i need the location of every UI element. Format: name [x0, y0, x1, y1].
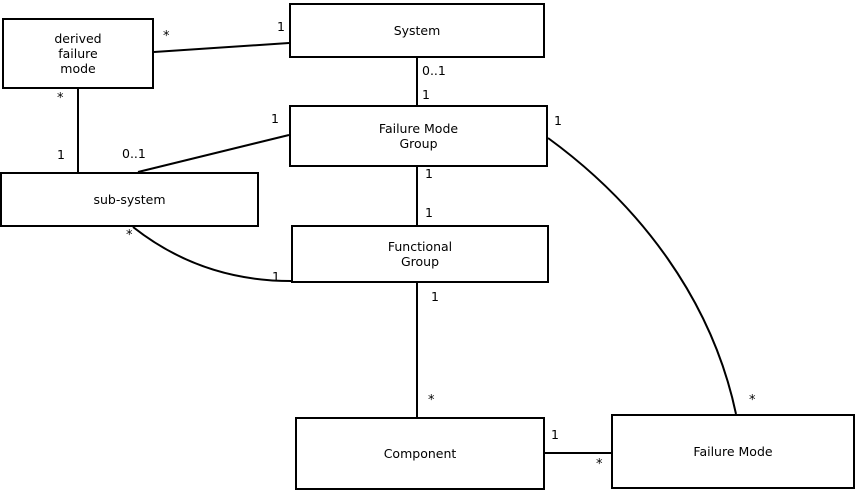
class-box-failure-mode-group[interactable]: Failure Mode Group: [289, 105, 548, 167]
association-failure-mode-group--sub-system: [137, 134, 290, 173]
multiplicity-m-fg-sub-near: 1: [272, 269, 280, 284]
multiplicity-m-fg-comp-near: 1: [431, 289, 439, 304]
class-box-component[interactable]: Component: [295, 417, 545, 490]
multiplicity-m-fmg-fm-near: 1: [554, 113, 562, 128]
class-name-sub-system: sub-system: [93, 192, 166, 207]
multiplicity-m-fm-fmg-near: *: [749, 393, 756, 408]
class-box-derived-failure-mode[interactable]: derived failure mode: [2, 18, 154, 89]
multiplicity-m-dfm-system-near: *: [163, 29, 170, 44]
association-derived-failure-mode--system: [153, 42, 290, 53]
multiplicity-m-system-fmg-near: 0..1: [422, 63, 446, 78]
multiplicity-m-fmg-sub-near: 1: [271, 111, 279, 126]
multiplicity-m-fmg-system-near: 1: [422, 87, 430, 102]
multiplicity-m-comp-fg-near: *: [428, 393, 435, 408]
class-box-sub-system[interactable]: sub-system: [0, 172, 259, 227]
class-box-failure-mode[interactable]: Failure Mode: [611, 414, 855, 489]
multiplicity-m-sub-dfm-near: 1: [57, 147, 65, 162]
class-name-derived-failure-mode: derived failure mode: [54, 31, 102, 76]
class-box-system[interactable]: System: [289, 3, 545, 58]
class-name-system: System: [393, 23, 441, 38]
multiplicity-m-fmg-fg-near: 1: [425, 166, 433, 181]
multiplicity-m-sub-fmg-near: 0..1: [122, 146, 146, 161]
association-failure-mode-group--failure-mode: [547, 137, 737, 415]
association-sub-system--functional-group: [132, 226, 292, 282]
multiplicity-m-system-dfm-near: 1: [277, 19, 285, 34]
class-name-failure-mode: Failure Mode: [693, 444, 773, 459]
class-name-component: Component: [383, 446, 457, 461]
multiplicity-m-fg-fmg-near: 1: [425, 205, 433, 220]
class-name-functional-group: Functional Group: [387, 239, 453, 269]
multiplicity-m-comp-fm-near: 1: [551, 427, 559, 442]
multiplicity-m-sub-fg-near: *: [126, 228, 133, 243]
multiplicity-m-fm-comp-near: *: [596, 457, 603, 472]
class-box-functional-group[interactable]: Functional Group: [291, 225, 549, 283]
class-name-failure-mode-group: Failure Mode Group: [378, 121, 459, 151]
multiplicity-m-dfm-sub-near: *: [57, 91, 64, 106]
